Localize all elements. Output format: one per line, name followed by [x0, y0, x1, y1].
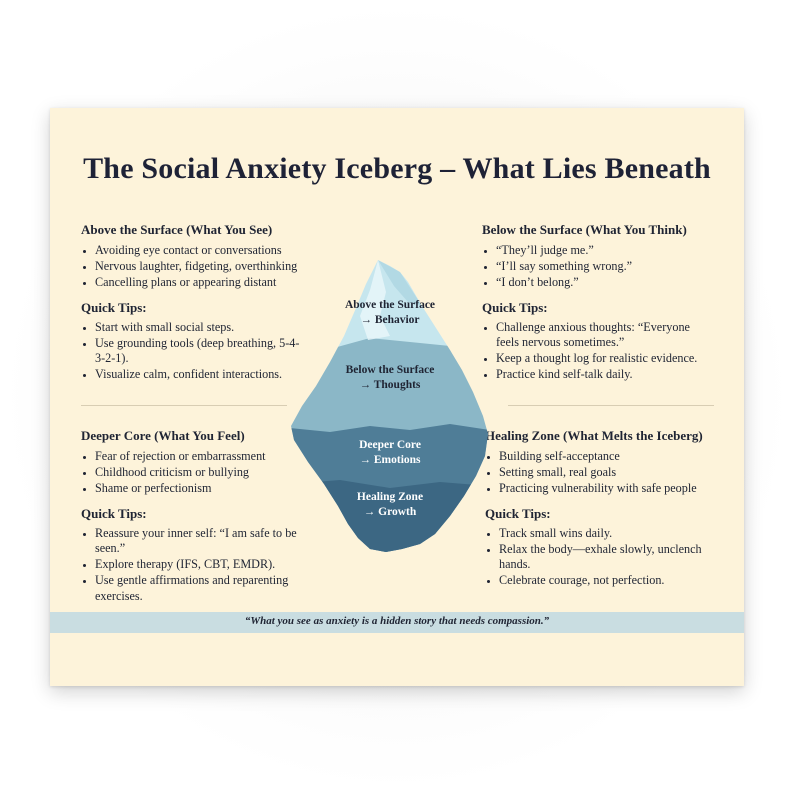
section-list: Avoiding eye contact or conversations Ne… [81, 243, 306, 290]
layer-label: Healing Zone [357, 491, 423, 503]
tip-item: Track small wins daily. [499, 526, 715, 541]
list-item: “They’ll judge me.” [496, 243, 707, 258]
tip-item: Celebrate courage, not perfection. [499, 573, 715, 588]
list-item: “I don’t belong.” [496, 275, 707, 290]
layer-label: Above the Surface [345, 299, 435, 311]
tips-list: Start with small social steps. Use groun… [81, 320, 306, 383]
tip-item: Keep a thought log for realistic evidenc… [496, 351, 707, 366]
section-heading: Deeper Core (What You Feel) [81, 428, 245, 443]
layer-label: → Behavior [360, 314, 419, 326]
list-item: “I’ll say something wrong.” [496, 259, 707, 274]
section-heading: Below the Surface (What You Think) [482, 222, 687, 237]
tip-item: Practice kind self-talk daily. [496, 367, 707, 382]
tip-item: Use gentle affirmations and reparenting … [95, 573, 306, 604]
tips-list: Track small wins daily. Relax the body—e… [485, 526, 715, 589]
tip-item: Explore therapy (IFS, CBT, EMDR). [95, 557, 306, 572]
tip-item: Relax the body—exhale slowly, unclench h… [499, 542, 715, 573]
section-list: Building self-acceptance Setting small, … [485, 449, 715, 496]
tips-heading: Quick Tips: [81, 299, 147, 315]
section-list: Fear of rejection or embarrassment Child… [81, 449, 306, 496]
layer-label: Deeper Core [359, 439, 421, 451]
iceberg-highlight [360, 260, 390, 340]
list-item: Nervous laughter, fidgeting, overthinkin… [95, 259, 306, 274]
divider-right [508, 405, 714, 406]
layer-label: → Thoughts [360, 379, 421, 391]
section-below-surface: Below the Surface (What You Think) “They… [482, 222, 707, 383]
tip-item: Reassure your inner self: “I am safe to … [95, 526, 306, 557]
section-deeper-core: Deeper Core (What You Feel) Fear of reje… [81, 428, 306, 605]
tip-item: Visualize calm, confident interactions. [95, 367, 306, 382]
tips-heading: Quick Tips: [81, 505, 147, 521]
iceberg-shade [378, 260, 422, 306]
list-item: Setting small, real goals [499, 465, 715, 480]
list-item: Fear of rejection or embarrassment [95, 449, 306, 464]
list-item: Cancelling plans or appearing distant [95, 275, 306, 290]
layer-label: Below the Surface [346, 364, 435, 376]
list-item: Avoiding eye contact or conversations [95, 243, 306, 258]
layer-label: → Emotions [359, 454, 421, 466]
tips-heading: Quick Tips: [482, 299, 548, 315]
tip-item: Use grounding tools (deep breathing, 5-4… [95, 336, 306, 367]
list-item: Childhood criticism or bullying [95, 465, 306, 480]
quote-band [50, 612, 744, 633]
page-title: The Social Anxiety Iceberg – What Lies B… [83, 152, 711, 185]
tips-list: Reassure your inner self: “I am safe to … [81, 526, 306, 604]
section-list: “They’ll judge me.” “I’ll say something … [482, 243, 707, 290]
section-heading: Above the Surface (What You See) [81, 222, 273, 237]
section-healing-zone: Healing Zone (What Melts the Iceberg) Bu… [485, 428, 715, 589]
list-item: Practicing vulnerability with safe peopl… [499, 481, 715, 496]
tip-item: Start with small social steps. [95, 320, 306, 335]
divider-left [81, 405, 287, 406]
footer-quote: “What you see as anxiety is a hidden sto… [244, 615, 550, 627]
layer-label: → Growth [364, 506, 417, 518]
list-item: Shame or perfectionism [95, 481, 306, 496]
tips-list: Challenge anxious thoughts: “Everyone fe… [482, 320, 707, 383]
section-heading: Healing Zone (What Melts the Iceberg) [485, 428, 703, 443]
iceberg-illustration: Above the Surface → Behavior Below the S… [291, 260, 488, 552]
tip-item: Challenge anxious thoughts: “Everyone fe… [496, 320, 707, 351]
section-above-surface: Above the Surface (What You See) Avoidin… [81, 222, 306, 383]
infographic-card: The Social Anxiety Iceberg – What Lies B… [50, 108, 744, 686]
list-item: Building self-acceptance [499, 449, 715, 464]
tips-heading: Quick Tips: [485, 505, 551, 521]
